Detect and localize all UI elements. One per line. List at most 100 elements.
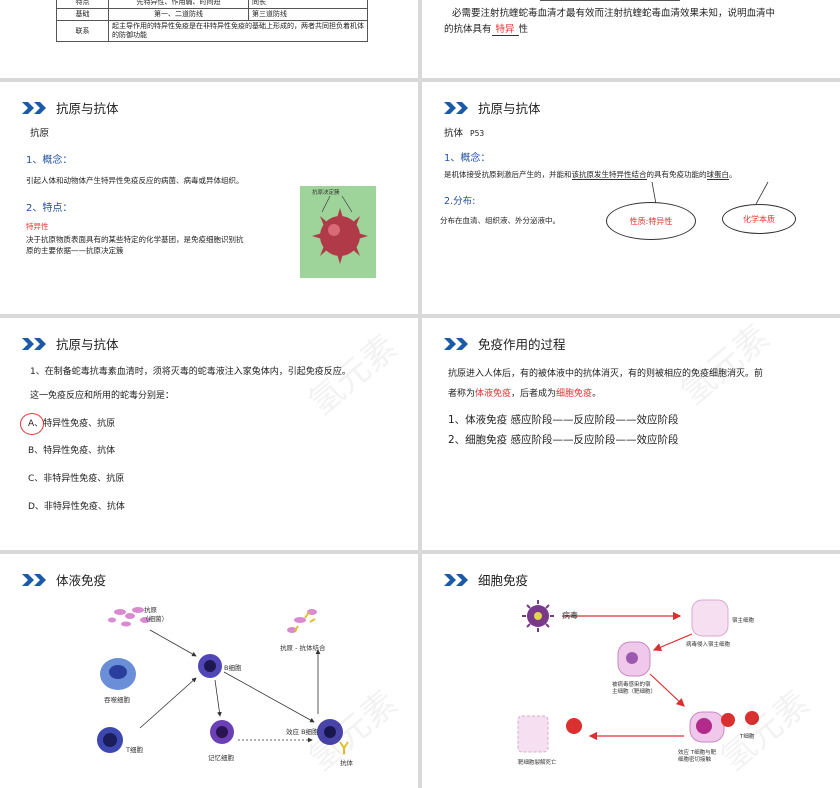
label-phagocyte: 吞噬细胞 [104,696,130,704]
slide-title-text: 抗原与抗体 [56,101,119,116]
chevron-double-icon [22,101,46,114]
slide-title: 抗原与抗体 [444,98,541,117]
feature-text: 决于抗原物质表面具有的某些特定的化学基团，是免疫细胞识别抗 [26,235,244,244]
concept-text-part: 。 [729,170,737,179]
slide-title: 抗原与抗体 [22,334,119,353]
slide-immune-process: 免疫作用的过程 抗原进入人体后，有的被体液中的抗体消灭，有的则被相应的免疫细胞消… [422,318,840,550]
slide-humoral-immunity: 体液免疫 [0,554,418,788]
slide-title: 细胞免疫 [444,570,528,589]
antigen-image: 抗原决定簇 [300,186,376,278]
paragraph-part: 者称为 [448,389,476,399]
concept-text: 引起人体和动物体产生特异性免疫反应的病菌、病毒或异体组织。 [26,176,244,185]
highlight-term: 体液免疫 [475,389,512,399]
label-virus-entry: 病毒侵入宿主细胞 [686,642,731,648]
virus-icon [522,600,554,632]
label-t-cell: T细胞 [740,734,755,740]
chevron-double-icon [22,337,46,350]
option-c: C、非特异性免疫、抗原 [28,474,125,484]
antibody-icon [339,741,349,754]
table-cell: 起主导作用的特异性免疫是在非特异性免疫的基础上形成的，两者共同担负着机体的防御功… [108,20,368,43]
slide-title-text: 抗原与抗体 [56,337,119,352]
question-text: 这一免疫反应和所用的蛇毒分别是： [30,391,175,401]
slide-title: 体液免疫 [22,570,106,589]
comparison-table: 特点 先特异性、作用弱、时间短 同长 基础 第一、二道防线 第三道防线 联系 起… [56,0,368,43]
option-d: D、非特异性免疫、抗体 [28,502,125,512]
table-row: 特点 先特异性、作用弱、时间短 同长 [56,0,368,10]
table-row: 基础 第一、二道防线 第三道防线 [56,8,368,22]
label-b-cell: B细胞 [224,664,242,672]
table-cell: 先特异性、作用弱、时间短 [108,0,249,10]
body-text: 性 [518,24,529,35]
callout-bubble-chemistry: 化学本质 [722,204,796,234]
option-a: A、特异性免疫、抗原 [28,419,116,429]
label-effector-t: 细胞密切接触 [678,757,712,763]
bacteria-icon [108,607,150,627]
slide-comparison-table: 特点 先特异性、作用弱、时间短 同长 基础 第一、二道防线 第三道防线 联系 起… [0,0,418,78]
table-cell: 同长 [248,0,368,10]
slide-title-text: 免疫作用的过程 [478,337,566,352]
stage-line: 2、细胞免疫 感应阶段——反应阶段——效应阶段 [448,434,679,446]
answer-line: 的抗体具有特异性 [444,24,528,37]
option-b: B、特异性免疫、抗体 [28,446,116,456]
label-antigen: 抗原 [144,606,157,614]
label-complex: 抗原 - 抗体结合 [280,644,326,652]
table-cell: 第三道防线 [248,8,368,22]
paragraph-part: 。 [592,389,602,399]
chevron-double-icon [444,573,468,586]
paragraph-text: 抗原进入人体后，有的被体液中的抗体消灭，有的则被相应的免疫细胞消灭。前 [448,369,764,379]
slide-antibody: 抗原与抗体 抗体 P53 1、概念： 是机体接受抗原刺激后产生的，并能和该抗原发… [422,82,840,314]
feature-label: 2、特点： [26,203,73,214]
slide-question: 抗原与抗体 1、在制备蛇毒抗毒素血清时，须将灭毒的蛇毒液注入家兔体内，引起免疫反… [0,318,418,550]
watermark: 氢元素 [673,318,778,414]
antigen-antibody-complex [287,609,317,633]
label-infected: 主细胞（靶细胞） [612,689,657,695]
chevron-double-icon [22,573,46,586]
paragraph-text: 者称为体液免疫，后者成为细胞免疫。 [448,388,601,400]
page-ref: P53 [470,129,485,138]
label-t-cell: T细胞 [126,746,143,754]
table-cell: 基础 [56,8,109,22]
concept-text: 是机体接受抗原刺激后产生的，并能和该抗原发生特异性结合的具有免疫功能的球蛋白。 [444,170,737,180]
concept-text-underlined: 该抗原发生特异性结合 [571,170,647,180]
image-caption: 抗原决定簇 [312,190,340,196]
chevron-double-icon [444,101,468,114]
body-text: 必需要注射抗蝰蛇毒血清才最有效而注射抗蝰蛇毒血清效果未知，说明血清中 [452,8,776,19]
label-virus: 病毒 [562,611,578,620]
cellular-diagram [517,599,759,753]
label-effector-t: 效应 T细胞与靶 [678,750,717,756]
slide-cellular-immunity: 细胞免疫 [422,554,840,788]
distribution-label: 2.分布: [444,196,476,207]
slide-title: 抗原与抗体 [22,98,119,117]
section-heading: 抗原 [30,128,50,139]
callout-lines [651,181,769,205]
slide-antigen: 抗原与抗体 抗原 1、概念： 引起人体和动物体产生特异性免疫反应的病菌、病毒或异… [0,82,418,314]
label-memory-cell: 记忆细胞 [208,754,234,762]
stage-line: 1、体液免疫 感应阶段——反应阶段——效应阶段 [448,414,679,426]
answer-blank: 特异 [491,24,519,36]
callout-bubble-property: 性质:特异性 [606,202,696,240]
label-host-cell: 宿主细胞 [732,618,755,624]
label-cell-death: 靶细胞裂解死亡 [518,760,557,766]
distribution-text: 分布在血清、组织液、外分泌液中。 [440,216,560,225]
chevron-double-icon [444,337,468,350]
table-cell: 联系 [56,20,109,43]
label-antigen-sub: （细菌） [142,615,168,623]
slide-title-text: 细胞免疫 [478,573,529,588]
answer-circle [20,413,44,435]
antigen-virus-icon [312,195,368,264]
table-row: 联系 起主导作用的特异性免疫是在非特异性免疫的基础上形成的，两者共同担负着机体的… [56,20,368,43]
concept-label: 1、概念： [26,155,73,166]
concept-text-part: 是机体接受抗原刺激后产生的，并能和 [444,170,572,179]
feature-name: 特异性 [26,222,49,231]
concept-text-part: 的具有免疫功能的 [646,170,707,179]
slide-antiserum-text: 必需要注射抗蝰蛇毒血清才最有效而注射抗蝰蛇毒血清效果未知，说明血清中 的抗体具有… [422,0,840,78]
slide-title-text: 体液免疫 [56,573,107,588]
label-antibody: 抗体 [340,759,353,767]
highlight-term: 细胞免疫 [556,389,593,399]
feature-text: 原的主要依据——抗原决定簇 [26,246,124,255]
paragraph-part: ，后者成为 [511,389,557,399]
table-cell: 第一、二道防线 [108,8,249,22]
divider [540,0,680,1]
section-heading: 抗体 P53 [444,128,484,141]
label-effector-b: 效应 B细胞 [286,728,319,736]
